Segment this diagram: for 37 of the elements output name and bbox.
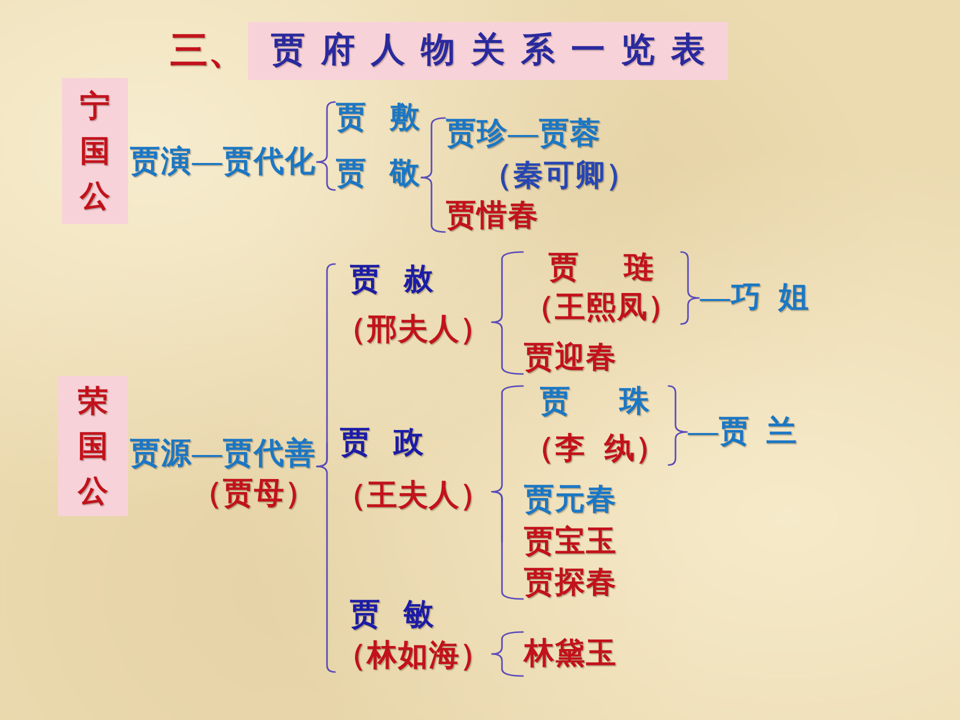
title-text: 贾府人物关系一览表 [271, 31, 721, 71]
house-panel [62, 78, 128, 224]
person-name: 贾 政 [340, 425, 424, 461]
person-name: 贾 赦 [350, 262, 434, 298]
person-name: 贾 敬 [336, 156, 420, 192]
person-name: 贾 珠 [540, 384, 650, 420]
section-number: 三、 [170, 29, 246, 73]
spouse-name: （秦可卿） [482, 158, 637, 194]
person-name: 贾探春 [524, 565, 617, 601]
person-name: 贾惜春 [446, 198, 539, 234]
person-name: 贾 敏 [350, 597, 434, 633]
person-name: 贾迎春 [524, 340, 617, 376]
spouse-name: （邢夫人） [336, 312, 491, 348]
curly-brace [491, 631, 524, 677]
person-name: 贾 琏 [548, 250, 655, 286]
person-name: —巧 姐 [700, 280, 810, 316]
spouse-name: （贾母） [192, 476, 316, 512]
person-name: 贾 敷 [336, 100, 420, 136]
person-name: 贾演—贾代化 [130, 144, 316, 180]
curly-brace [491, 321, 524, 375]
curly-brace [491, 490, 524, 600]
person-name: 林黛玉 [524, 636, 617, 672]
person-name: —贾 兰 [688, 414, 798, 450]
person-name: 贾珍—贾蓉 [446, 116, 601, 152]
curly-brace [668, 385, 688, 466]
house-name: 荣国公 [78, 384, 108, 510]
spouse-name: （林如海） [336, 638, 491, 674]
curly-brace [680, 251, 700, 325]
spouse-name: （李 纨） [524, 431, 666, 467]
curly-brace [316, 161, 336, 191]
spouse-name: （王熙凤） [524, 290, 679, 326]
person-name: 贾源—贾代善 [130, 436, 316, 472]
person-name: 贾元春 [524, 482, 617, 518]
person-name: 贾宝玉 [524, 524, 617, 560]
spouse-name: （王夫人） [336, 478, 491, 514]
house-name: 宁国公 [80, 88, 110, 214]
house-panel [58, 376, 128, 516]
